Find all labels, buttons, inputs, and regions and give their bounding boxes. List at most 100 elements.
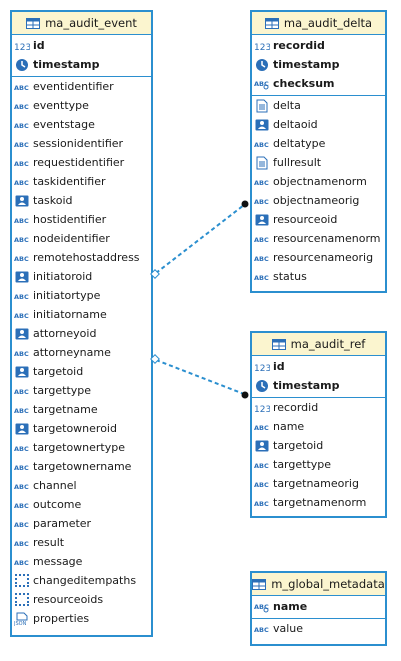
text-icon: ABC [254, 251, 270, 265]
text-key-icon: ABC [254, 77, 270, 91]
column-name: recordid [273, 39, 325, 52]
text-icon: ABC [14, 460, 30, 474]
entity-header[interactable]: m_global_metadata [252, 573, 385, 596]
svg-text:ABC: ABC [14, 179, 29, 187]
relation-end-marker [241, 200, 249, 208]
text-icon: ABC [14, 536, 30, 550]
column-name: targetowneroid [33, 422, 117, 435]
column-row[interactable]: targetoid [12, 362, 151, 381]
svg-text:ABC: ABC [254, 255, 269, 263]
column-row[interactable]: delta [252, 96, 385, 115]
column-name: hostidentifier [33, 213, 107, 226]
column-name: fullresult [273, 156, 322, 169]
column-row[interactable]: changeditempaths [12, 571, 151, 590]
text-icon: ABC [14, 251, 30, 265]
column-row[interactable]: deltaoid [252, 115, 385, 134]
column-name: initiatoroid [33, 270, 93, 283]
array-icon [14, 593, 30, 607]
column-name: id [33, 39, 45, 52]
entity-header[interactable]: ma_audit_delta [252, 12, 385, 35]
column-row[interactable]: fullresult [252, 153, 385, 172]
relation-delta-to-event[interactable] [150, 200, 249, 279]
column-name: targetnamenorm [273, 496, 367, 509]
column-name: channel [33, 479, 77, 492]
column-name: name [273, 420, 305, 433]
pk-column-row[interactable]: timestamp [252, 376, 385, 395]
relation-ref-to-event[interactable] [150, 354, 249, 399]
text-icon: ABC [14, 213, 30, 227]
entity-title: m_global_metadata [271, 577, 385, 591]
entity-header[interactable]: ma_audit_event [12, 12, 151, 35]
column-name: name [273, 600, 308, 613]
svg-text:123: 123 [254, 405, 270, 414]
column-row[interactable]: resourceoid [252, 210, 385, 229]
column-name: initiatortype [33, 289, 101, 302]
column-row[interactable]: initiatoroid [12, 267, 151, 286]
relation-line [155, 359, 245, 395]
entity-header[interactable]: ma_audit_ref [252, 333, 385, 356]
column-row[interactable]: targetowneroid [12, 419, 151, 438]
column-row[interactable]: targetoid [252, 436, 385, 455]
svg-text:ABC: ABC [14, 540, 29, 548]
column-row[interactable]: taskoid [12, 191, 151, 210]
text-icon: ABC [14, 479, 30, 493]
column-row[interactable]: attorneyoid [12, 324, 151, 343]
column-name: message [33, 555, 83, 568]
pk-column-row[interactable]: timestamp [252, 55, 385, 74]
pk-column-row[interactable]: timestamp [12, 55, 151, 74]
svg-text:ABC: ABC [14, 160, 29, 168]
column-name: id [273, 360, 285, 373]
svg-text:123: 123 [14, 43, 30, 52]
text-icon: ABC [14, 346, 30, 360]
svg-text:123: 123 [254, 364, 270, 373]
uuid-icon [14, 365, 30, 379]
column-row[interactable]: resourceoids [12, 590, 151, 609]
column-name: outcome [33, 498, 82, 511]
